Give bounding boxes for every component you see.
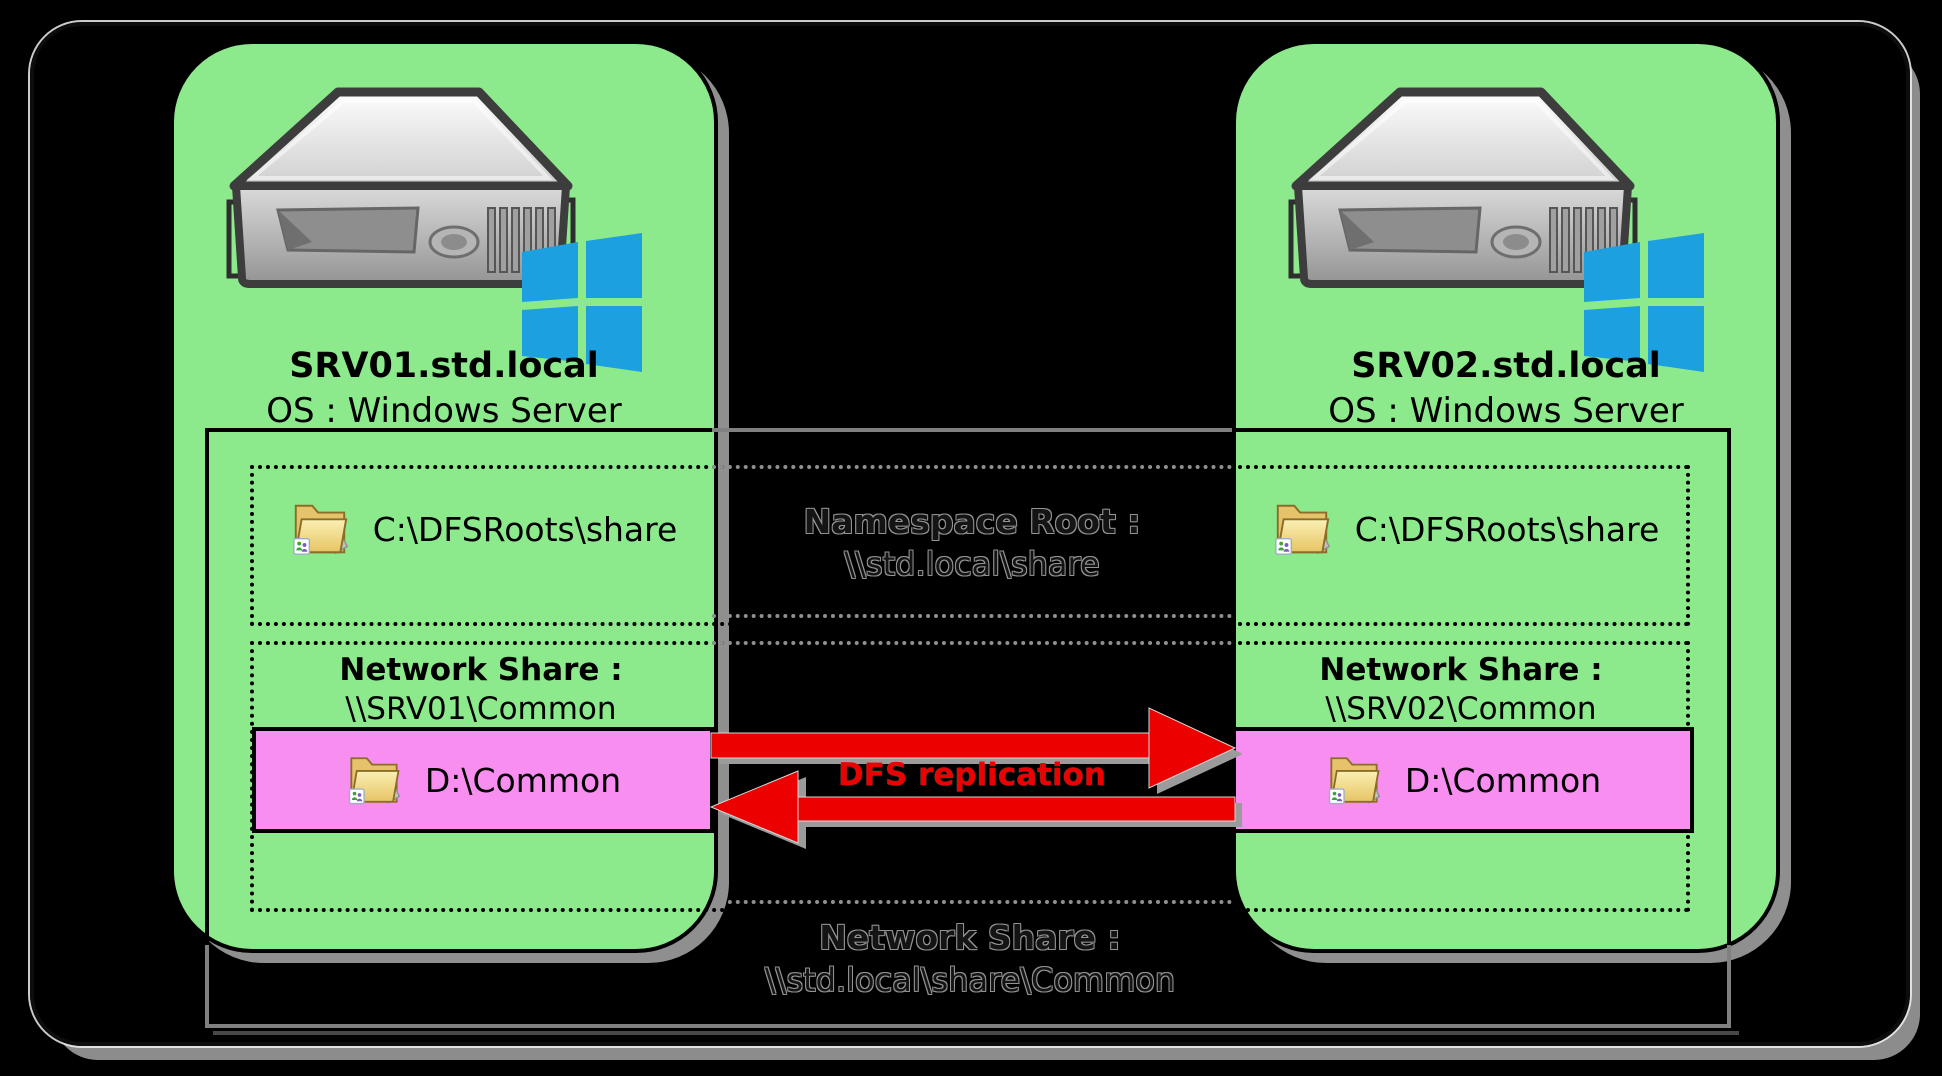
windows-logo-icon [1584,233,1704,372]
shared-folder-icon [1274,504,1330,555]
shared-folder-icon [1328,757,1381,805]
namespace-rect-border-top-gap [712,428,1232,432]
server-os: OS : Windows Server [266,391,622,431]
share-dotted-bottom-gap [712,900,1232,904]
dfs-root-path: C:\DFSRoots\share [372,509,678,549]
dfs-root-row-srv01: C:\DFSRoots\share [268,486,698,572]
dfs-root-path: C:\DFSRoots\share [1354,509,1660,549]
bottom-share-label: Network Share : [819,918,1121,957]
arrow-left-head [709,770,799,844]
namespace-rect-border-left [205,428,209,1028]
namespace-rect-border-bottom [205,1024,1731,1028]
local-folder-path: D:\Common [424,760,622,800]
namespace-rect-border-right-lower [1727,945,1731,1028]
namespace-rect-border-right [1727,428,1731,1028]
replica-folder-box-srv01: D:\Common [252,727,714,833]
namespace-root-label: Namespace Root : [803,502,1141,541]
network-share-header-srv02: Network Share : \\SRV02\Common [1232,652,1690,727]
shared-folder-icon [292,504,348,555]
arrow-left-shaft [796,796,1236,822]
namespace-root-path: \\std.local\share [844,545,1100,583]
shared-folder-icon [348,757,401,805]
replica-folder-box-srv02: D:\Common [1232,727,1694,833]
server-hostname: SRV02.std.local [1351,346,1661,386]
arrow-right-head [1148,707,1237,789]
server-os: OS : Windows Server [1328,391,1684,431]
bottom-share-caption: Network Share : \\std.local\share\Common [650,918,1290,999]
dfs-root-row-srv02: C:\DFSRoots\share [1250,486,1680,572]
share-dotted-top-gap [712,641,1232,645]
network-share-path: \\SRV02\Common [1325,691,1597,727]
arrow-right-shaft [710,732,1150,759]
server-hostname: SRV01.std.local [289,346,599,386]
dfs-replication-arrows-icon [709,707,1242,849]
namespace-dotted-top-gap [712,465,1232,469]
diagram-outer-frame [30,22,1910,1046]
network-share-label: Network Share : [339,652,623,688]
local-folder-path: D:\Common [1404,760,1602,800]
network-share-header-srv01: Network Share : \\SRV01\Common [252,652,710,727]
bottom-share-path: \\std.local\share\Common [764,961,1176,999]
namespace-root-caption: Namespace Root : \\std.local\share [712,502,1232,583]
network-share-path: \\SRV01\Common [345,691,617,727]
namespace-rect-border-left-lower [205,945,209,1028]
dfs-replication-label: DFS replication [838,757,1106,793]
network-share-label: Network Share : [1319,652,1603,688]
windows-logo-icon [522,233,642,372]
namespace-dotted-bottom-gap [712,614,1232,618]
server-icon [1288,87,1704,372]
server-icon [226,87,642,372]
